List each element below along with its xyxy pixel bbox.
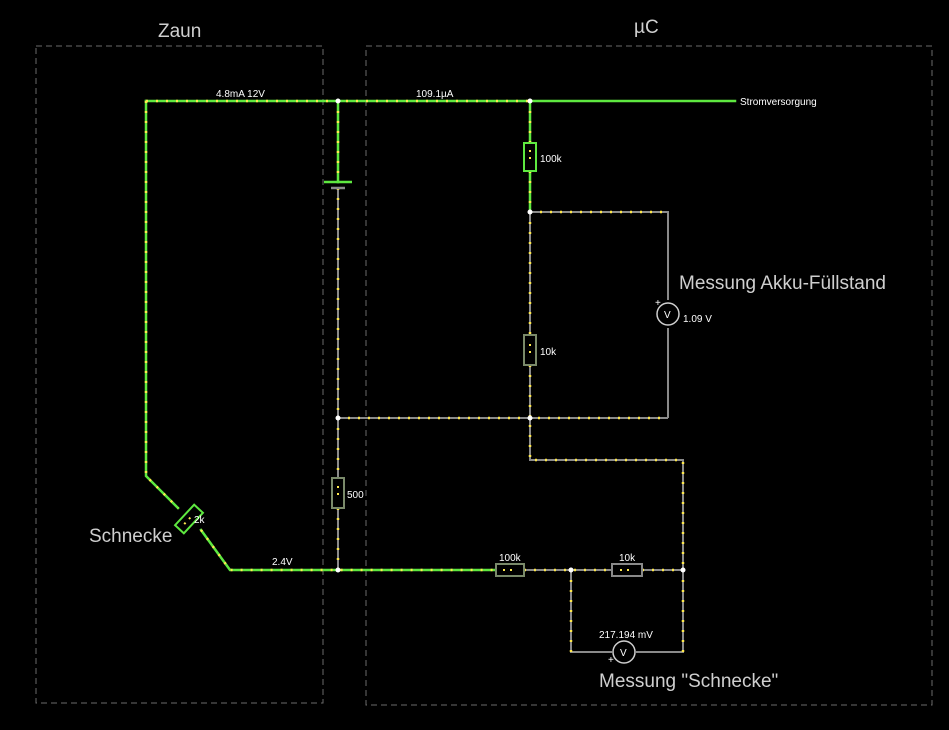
wire-divider-bottom [529,365,684,570]
label-snail-reading: 217.194 mV [599,630,653,641]
voltmeter-battery-symbol: V [664,310,671,321]
resistor-10k-bottom [611,563,643,577]
label-r-100k-top: 100k [540,154,563,165]
resistor-100k-bottom [495,563,525,577]
resistor-10k-mid [523,334,537,366]
battery-icon [324,180,352,190]
junction-nodes [335,98,686,573]
label-battery-reading: 1.09 V [683,314,712,325]
label-r-10k-mid: 10k [540,347,557,358]
label-measure-snail: Messung "Schnecke" [599,671,778,692]
label-r-500: 500 [347,490,364,501]
label-r-10k-bottom: 10k [619,553,636,564]
wire-snail-lower [199,528,340,572]
label-voltage-bottom-left: 2.4V [272,557,293,568]
fence-region-label: Zaun [158,21,201,42]
label-measure-battery: Messung Akku-Füllstand [679,273,886,294]
wire-meter1-top [530,211,669,300]
voltmeter-snail: V + [608,640,636,666]
resistor-2k [173,503,205,535]
fence-region [35,45,324,704]
wire-left-vertical [144,99,180,510]
voltmeter-battery: V + [655,298,680,326]
idle-wires [337,188,684,653]
label-r-100k-bottom: 100k [499,553,522,564]
microcontroller-region [365,45,933,706]
voltmeter-snail-symbol: V [620,648,627,659]
label-r-2k: 2k [194,515,206,526]
resistor-500 [331,477,345,509]
current-dots-idle [336,188,685,652]
label-snail: Schnecke [89,526,172,547]
voltmeter-snail-plus: + [608,655,614,666]
label-power-supply: Stromversorgung [740,97,817,108]
resistor-100k-top [523,142,537,172]
label-current-top-left: 4.8mA 12V [216,89,265,100]
micro-region-label: µC [634,17,659,38]
active-wires [144,99,737,572]
voltmeter-battery-plus: + [655,298,661,309]
label-current-top-mid: 109.1µA [416,89,454,100]
